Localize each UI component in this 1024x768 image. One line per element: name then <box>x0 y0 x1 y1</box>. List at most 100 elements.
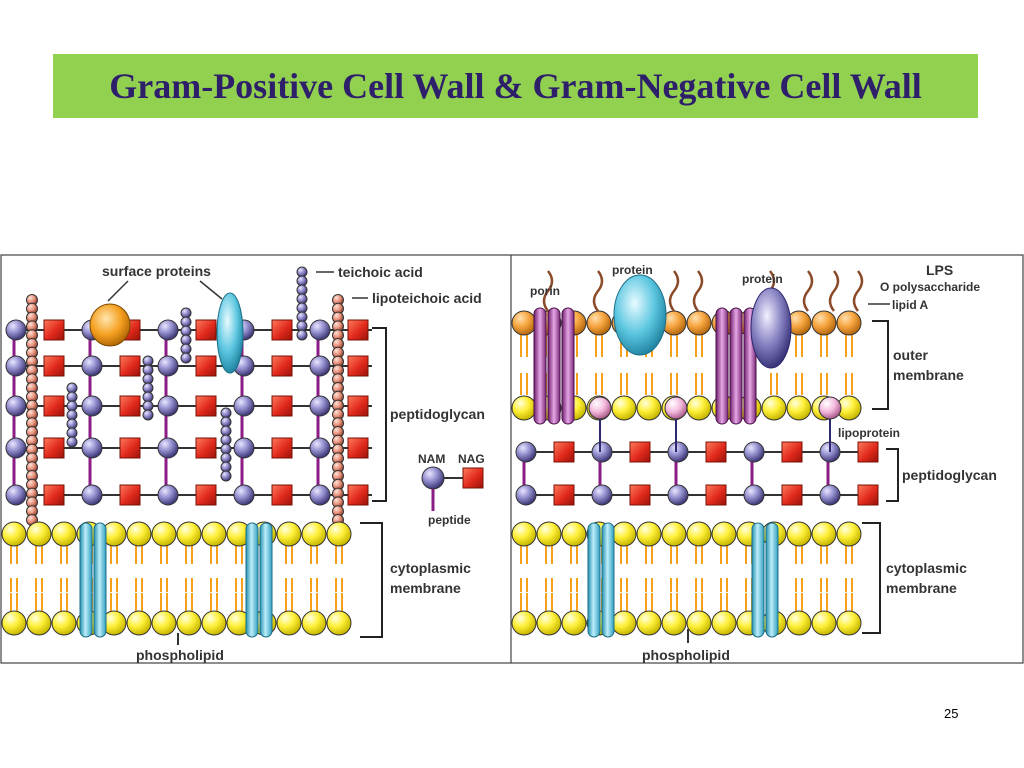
label-teichoic-acid: teichoic acid <box>338 264 423 280</box>
gn-phospholipid-head <box>686 395 712 421</box>
gn-phospholipid-head <box>561 521 587 547</box>
gn-protein-blue <box>613 274 667 356</box>
label-lipoprotein: lipoprotein <box>838 426 900 440</box>
gp-nam <box>233 395 255 417</box>
gn-phospholipid-head <box>811 521 837 547</box>
gn-o-polysaccharide-chain <box>668 270 680 312</box>
gp-nag <box>347 395 369 417</box>
gp-nam <box>157 355 179 377</box>
gn-o-polysaccharide-chain <box>542 270 554 312</box>
gp-teichoic-acid-chain <box>142 409 154 421</box>
gn-phospholipid-head <box>786 521 812 547</box>
label-membrane-gp: membrane <box>390 580 461 596</box>
gp-nam <box>81 484 103 506</box>
gp-nam <box>5 437 27 459</box>
label-o-polysaccharide: O polysaccharide <box>880 280 980 294</box>
gn-lipoprotein <box>818 396 842 420</box>
gp-phospholipid-head <box>126 521 152 547</box>
gp-phospholipid-head <box>151 521 177 547</box>
gn-lipoprotein <box>664 396 688 420</box>
gp-nam <box>5 395 27 417</box>
gn-porin <box>729 307 743 425</box>
gn-lps-head <box>836 310 862 336</box>
gp-nag <box>195 319 217 341</box>
gp-nag <box>43 484 65 506</box>
label-phospholipid-gn: phospholipid <box>642 647 730 663</box>
gn-membrane-channel <box>765 522 779 638</box>
gn-nam <box>819 484 841 506</box>
gp-phospholipid-head <box>301 610 327 636</box>
label-nag: NAG <box>458 452 485 466</box>
label-outer-membrane: membrane <box>893 367 964 383</box>
gn-lps-head <box>686 310 712 336</box>
gp-nam <box>5 484 27 506</box>
gp-membrane-channel <box>245 522 259 638</box>
gp-phospholipid-head <box>51 521 77 547</box>
gn-phospholipid-head <box>661 610 687 636</box>
gp-nag <box>271 355 293 377</box>
gp-phospholipid-head <box>326 521 352 547</box>
slide-title: Gram-Positive Cell Wall & Gram-Negative … <box>109 66 922 106</box>
gp-nag <box>347 484 369 506</box>
figure-border <box>0 254 1024 664</box>
gn-phospholipid-head <box>511 395 537 421</box>
gn-nam <box>515 484 537 506</box>
gn-o-polysaccharide-chain <box>802 270 814 312</box>
page-number: 25 <box>944 706 959 721</box>
gp-nag <box>119 437 141 459</box>
gp-nam <box>157 319 179 341</box>
gp-nag <box>195 355 217 377</box>
gp-nam <box>81 395 103 417</box>
gp-nam <box>157 395 179 417</box>
gn-nag <box>781 484 803 506</box>
gp-nag <box>271 395 293 417</box>
gp-nag <box>271 319 293 341</box>
gp-nam <box>309 319 331 341</box>
gn-nag <box>553 441 575 463</box>
gp-nag <box>271 437 293 459</box>
gp-nam <box>5 355 27 377</box>
gn-porin <box>561 307 575 425</box>
gp-phospholipid-head <box>276 610 302 636</box>
label-membrane-gn: membrane <box>886 580 957 596</box>
gp-nag <box>195 484 217 506</box>
gp-nag <box>43 319 65 341</box>
label-surface-proteins: surface proteins <box>102 263 211 279</box>
label-lipid-a: lipid A <box>892 298 929 312</box>
gp-phospholipid-head <box>26 610 52 636</box>
gp-nag <box>271 484 293 506</box>
gn-nam <box>743 441 765 463</box>
label-lipoteichoic-acid: lipoteichoic acid <box>372 290 482 306</box>
gp-membrane-channel <box>79 522 93 638</box>
gp-phospholipid-head <box>301 521 327 547</box>
gn-phospholipid-head <box>611 521 637 547</box>
gn-membrane-channel <box>587 522 601 638</box>
gn-nam <box>591 484 613 506</box>
gp-phospholipid-head <box>326 610 352 636</box>
gn-o-polysaccharide-chain <box>852 270 864 312</box>
gp-nag <box>43 437 65 459</box>
gp-surface-protein-blue <box>216 292 244 374</box>
gn-o-polysaccharide-chain <box>692 270 704 312</box>
gn-lps-head <box>511 310 537 336</box>
gp-nag <box>347 355 369 377</box>
gn-porin <box>715 307 729 425</box>
gp-phospholipid-head <box>126 610 152 636</box>
gp-nag <box>347 319 369 341</box>
gn-nag <box>857 441 879 463</box>
gp-nag <box>43 355 65 377</box>
gp-teichoic-acid-chain <box>180 352 192 364</box>
title-banner: Gram-Positive Cell Wall & Gram-Negative … <box>53 54 978 118</box>
gn-nag <box>629 441 651 463</box>
gp-nam <box>157 437 179 459</box>
gp-nam <box>81 437 103 459</box>
gp-phospholipid-head <box>201 610 227 636</box>
gn-membrane-channel <box>601 522 615 638</box>
gp-phospholipid-head <box>1 521 27 547</box>
gn-phospholipid-head <box>836 521 862 547</box>
gn-nam <box>667 484 689 506</box>
gp-surface-protein-orange <box>89 303 131 347</box>
gn-protein-purple <box>750 287 792 369</box>
gp-teichoic-acid-chain <box>220 470 232 482</box>
gn-phospholipid-head <box>536 521 562 547</box>
